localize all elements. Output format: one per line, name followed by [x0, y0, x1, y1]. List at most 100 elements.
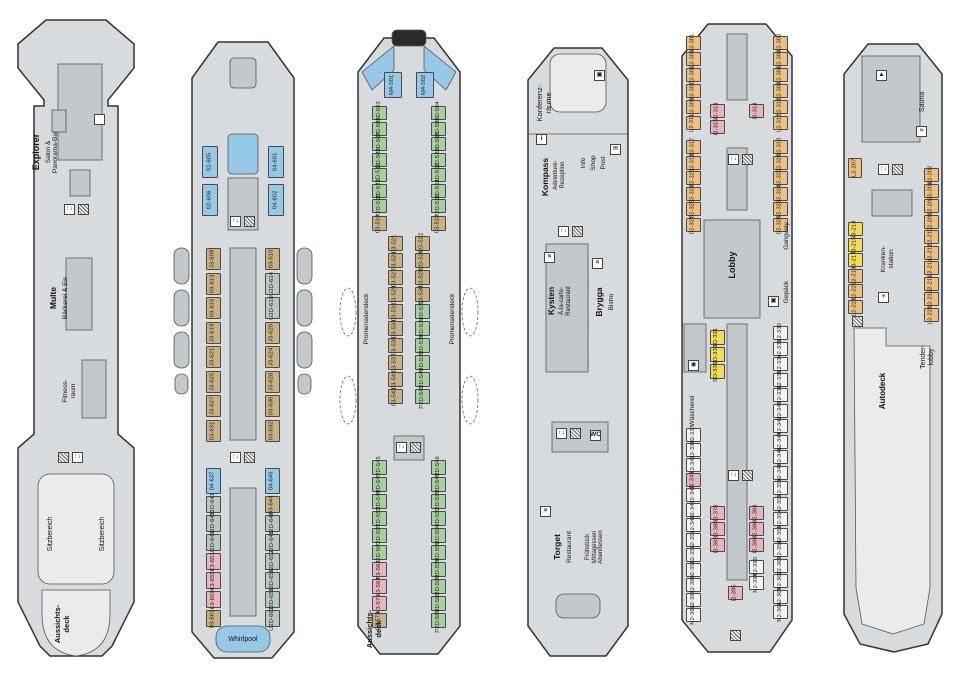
cabin-u2d-656[interactable]: U2D-656: [265, 569, 280, 592]
cabin-n2-353[interactable]: N2-353: [686, 545, 701, 565]
cabin-03-519[interactable]: 03-519: [372, 214, 387, 233]
cabin-03-529[interactable]: 03-529: [388, 285, 403, 304]
cabin-p2d-546[interactable]: P2D-546: [431, 456, 446, 479]
cabin-p2d-534[interactable]: P2D-534: [415, 317, 430, 340]
cabin-02-325[interactable]: 02-325: [686, 200, 701, 218]
cabin-i2-343[interactable]: I2-343: [686, 471, 701, 489]
cabin-03-530[interactable]: 03-530: [415, 285, 430, 304]
cabin-p2d-507[interactable]: P2D-507: [372, 132, 387, 156]
cabin-j2d-526[interactable]: J2D-526: [415, 249, 430, 272]
cabin-03-521[interactable]: 03-521: [388, 234, 403, 253]
cabin-03-610[interactable]: 03-610: [265, 248, 280, 270]
cabin-u2d-641[interactable]: U2D-641: [206, 493, 221, 516]
cabin-p2d-545[interactable]: P2D-545: [372, 456, 387, 479]
cabin-03-524[interactable]: 03-524: [388, 251, 403, 270]
cabin-n2-347[interactable]: N2-347: [686, 500, 701, 520]
cabin-k3-659[interactable]: K3-659: [206, 590, 221, 609]
cabin-i2-395[interactable]: I2-395: [728, 584, 743, 602]
cabin-j3-619[interactable]: J3-619: [206, 321, 221, 344]
cabin-p2d-516[interactable]: P2D-516: [431, 194, 446, 218]
cabin-j3-609[interactable]: J3-609: [206, 248, 221, 270]
cabin-i2-382[interactable]: I2-382: [710, 536, 725, 554]
cabin-p2d-566[interactable]: P2D-566: [431, 609, 446, 632]
cabin-n2-356[interactable]: N2-356: [773, 525, 788, 544]
cabin-l2-210[interactable]: L2-210: [924, 228, 939, 246]
cabin-n2-390[interactable]: N2-390: [749, 557, 764, 577]
cabin-p2d-554[interactable]: P2D-554: [431, 524, 446, 547]
cabin-u2d-658[interactable]: U2D-658: [265, 588, 280, 611]
cabin-i3-215[interactable]: I3-215: [848, 236, 863, 253]
cabin-p2d-506[interactable]: P2D-506: [431, 117, 446, 140]
cabin-i3-217[interactable]: I3-217: [848, 251, 863, 269]
cabin-p2d-540[interactable]: P2D-540: [415, 368, 430, 391]
cabin-l2-301[interactable]: L2-301: [686, 34, 701, 52]
cabin-l2-305[interactable]: L2-305: [686, 66, 701, 84]
cabin-02-326[interactable]: 02-326: [773, 200, 788, 218]
cabin-02-324[interactable]: 02-324: [773, 184, 788, 203]
cabin-02-320[interactable]: 02-320: [773, 153, 788, 172]
cabin-p2d-558[interactable]: P2D-558: [431, 558, 446, 581]
cabin-n2-352[interactable]: N2-352: [773, 494, 788, 513]
cabin-j3-627[interactable]: J3-627: [206, 395, 221, 417]
cabin-j3-628[interactable]: J3-628: [265, 370, 280, 393]
cabin-03-632[interactable]: 03-632: [265, 419, 280, 442]
cabin-l2-308[interactable]: L2-308: [773, 82, 788, 100]
cabin-l2-216[interactable]: L2-216: [924, 274, 939, 293]
cabin-n2-341[interactable]: N2-341: [686, 455, 701, 475]
cabin-02-322[interactable]: 02-322: [773, 169, 788, 187]
cabin-n2-334[interactable]: N2-334: [773, 354, 788, 374]
cabin-p2d-515[interactable]: P2D-515: [372, 194, 387, 218]
cabin-n2-393[interactable]: N2-393: [686, 605, 701, 625]
cabin-02-327[interactable]: 02-327: [686, 215, 701, 234]
cabin-j2d-522[interactable]: J2D-522: [415, 232, 430, 255]
cabin-p2d-510[interactable]: P2D-510: [431, 148, 446, 171]
cabin-n2-344[interactable]: N2-344: [773, 432, 788, 451]
cabin-l2-312[interactable]: L2-312: [773, 114, 788, 132]
cabin-n2-394[interactable]: N2-394: [749, 573, 764, 593]
cabin-n2-348[interactable]: N2-348: [773, 463, 788, 482]
cabin-u2d-662[interactable]: U2D-662: [265, 607, 280, 630]
cabin-p2d-557[interactable]: P2D-557: [372, 524, 387, 547]
cabin-n2-350[interactable]: N2-350: [773, 478, 788, 498]
cabin-n2-345[interactable]: N2-345: [686, 485, 701, 505]
cabin-02-321[interactable]: 02-321: [686, 169, 701, 187]
cabin-03-531[interactable]: 03-531: [388, 302, 403, 321]
cabin-n2-364[interactable]: N2-364: [773, 587, 788, 606]
cabin-n2-360[interactable]: N2-360: [773, 556, 788, 575]
cabin-i2-388[interactable]: I2-388: [749, 536, 764, 554]
cabin-k3-571[interactable]: K3-571: [372, 594, 387, 613]
cabin-p2d-514[interactable]: P2D-514: [431, 179, 446, 202]
cabin-03-661[interactable]: 03-661: [206, 609, 221, 628]
cabin-l2-219[interactable]: L2-219: [848, 266, 863, 285]
cabin-p2d-542[interactable]: P2D-542: [415, 385, 430, 408]
cabin-02-605[interactable]: 02-605: [202, 146, 218, 178]
cabin-p2d-536[interactable]: P2D-536: [415, 334, 430, 357]
cabin-n2-336[interactable]: N2-336: [773, 370, 788, 389]
cabin-p2d-561[interactable]: P2D-561: [372, 541, 387, 564]
cabin-p2d-548[interactable]: P2D-548: [431, 473, 446, 496]
cabin-i2-314[interactable]: I2-314: [749, 102, 764, 120]
cabin-l2-220[interactable]: L2-220: [924, 305, 939, 324]
cabin-03-573[interactable]: 03-573: [372, 611, 387, 630]
cabin-03-535[interactable]: 03-535: [388, 336, 403, 355]
cabin-n2-349[interactable]: N2-349: [686, 515, 701, 535]
cabin-p2d-504[interactable]: P2D-504: [431, 101, 446, 125]
cabin-p2d-503[interactable]: P2D-503: [372, 101, 387, 125]
cabin-m4-502[interactable]: M4-502: [416, 72, 434, 98]
cabin-04-601[interactable]: 04-601: [268, 146, 284, 178]
cabin-p2d-549[interactable]: P2D-549: [372, 490, 387, 513]
cabin-sd-335[interactable]: SD-335: [710, 361, 725, 382]
cabin-03-613[interactable]: 03-613: [206, 272, 221, 295]
cabin-n2-391[interactable]: N2-391: [686, 590, 701, 610]
cabin-sd-331[interactable]: SD-331: [710, 327, 725, 348]
cabin-04-640[interactable]: 04-640: [265, 468, 280, 494]
cabin-n2-330[interactable]: N2-330: [773, 323, 788, 343]
cabin-u2d-652[interactable]: U2D-652: [265, 550, 280, 573]
cabin-l2-218[interactable]: L2-218: [924, 290, 939, 308]
cabin-n2-362[interactable]: N2-362: [773, 571, 788, 591]
cabin-p2d-513[interactable]: P2D-513: [372, 179, 387, 202]
cabin-03-631[interactable]: 03-631: [206, 419, 221, 442]
cabin-i2-313[interactable]: I2-313: [710, 102, 725, 120]
cabin-p2d-508[interactable]: P2D-508: [431, 132, 446, 156]
cabin-l2-304[interactable]: L2-304: [773, 50, 788, 68]
